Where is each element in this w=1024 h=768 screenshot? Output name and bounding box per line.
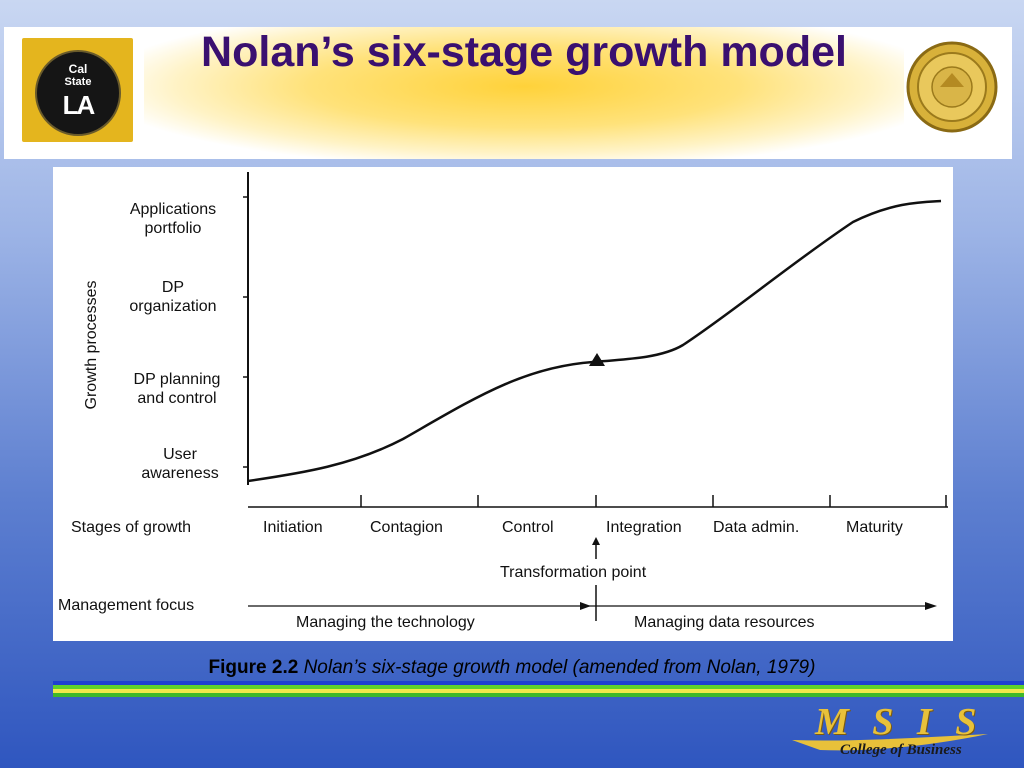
stage-label-control: Control	[502, 519, 554, 536]
management-focus-label: Management focus	[58, 597, 194, 614]
logo-text-cal: Cal	[68, 62, 88, 76]
header-glow	[144, 27, 904, 159]
transformation-marker	[589, 353, 605, 366]
y-level-label: Applications portfolio	[130, 201, 216, 237]
y-axis-title: Growth processes	[83, 281, 100, 410]
y-level-label: User awareness	[141, 446, 218, 482]
msis-logo-text: M S I S	[815, 701, 984, 743]
stages-label: Stages of growth	[71, 519, 191, 536]
y-level-line: awareness	[141, 465, 218, 482]
transformation-arrow-head	[592, 537, 600, 545]
y-level-line: DP planning	[134, 371, 221, 388]
figure-caption: Figure 2.2 Nolan’s six-stage growth mode…	[0, 657, 1024, 679]
stage-label-contagion: Contagion	[370, 519, 443, 536]
y-level-line: Applications	[130, 201, 216, 218]
focus-left-label: Managing the technology	[296, 614, 475, 631]
y-level-label: DP planning and control	[134, 371, 221, 407]
footer-stripes	[53, 681, 1024, 699]
stage-label-maturity: Maturity	[846, 519, 903, 536]
y-level-line: and control	[137, 390, 216, 407]
college-of-business-text: College of Business	[840, 742, 962, 758]
caption-text: Nolan’s six-stage growth model (amended …	[303, 657, 816, 678]
stripe-green-2	[53, 693, 1024, 697]
logo-text-la: LA	[62, 90, 96, 120]
y-level-line: DP	[162, 279, 184, 296]
slide-title: Nolan’s six-stage growth model	[201, 28, 847, 76]
university-seal-icon	[904, 35, 1000, 139]
header-band: Nolan’s six-stage growth model	[4, 27, 1012, 159]
y-level-label: DP organization	[129, 279, 216, 315]
y-level-line: User	[163, 446, 197, 463]
focus-arrow-left-head	[580, 602, 591, 610]
stage-label-initiation: Initiation	[263, 519, 323, 536]
stage-label-data-admin: Data admin.	[713, 519, 799, 536]
growth-curve	[247, 199, 942, 483]
stage-label-integration: Integration	[606, 519, 682, 536]
stripe-blue	[53, 681, 1024, 685]
focus-arrow-right-head	[925, 602, 937, 610]
stripe-green	[53, 685, 1024, 689]
focus-right-label: Managing data resources	[634, 614, 815, 631]
y-level-line: portfolio	[145, 220, 202, 237]
transformation-label: Transformation point	[500, 564, 647, 581]
cal-state-la-logo: Cal State LA	[22, 38, 133, 142]
swoosh-icon	[792, 734, 988, 751]
growth-model-figure: Growth processes Applications portfolio D…	[53, 167, 953, 641]
logo-text-state: State	[64, 76, 92, 88]
caption-label: Figure 2.2	[208, 657, 299, 678]
stripe-yellow	[53, 689, 1024, 693]
logo-disc	[35, 50, 121, 136]
y-level-line: organization	[129, 298, 216, 315]
